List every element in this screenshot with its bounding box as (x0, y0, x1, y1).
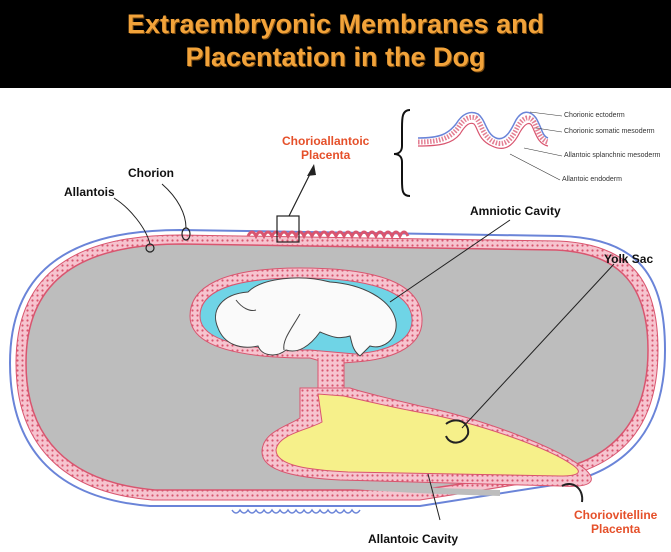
amniotic-cavity-label: Amniotic Cavity (470, 204, 561, 218)
diagram-canvas: Chorion Allantois Chorioallantoic Placen… (0, 88, 671, 552)
allantois-leader (113, 197, 151, 245)
title-line-2: Placentation in the Dog (185, 42, 486, 72)
chorioallantoic-villi (246, 230, 410, 240)
chorioallantoic-arrow (288, 169, 313, 217)
inset-label-allantoic-splanchnic-mesoderm: Allantoic splanchnic mesoderm (564, 152, 661, 159)
inset-leader-3 (523, 147, 563, 157)
chorioallantoic-placenta-label: Chorioallantoic Placenta (282, 134, 369, 162)
bottom-villi (231, 508, 361, 514)
title-line-1: Extraembryonic Membranes and (126, 9, 545, 39)
choriovitelline-line-1: Choriovitelline (574, 508, 658, 522)
fetus-ear (235, 299, 257, 311)
allantoic-cavity-leader (427, 473, 441, 521)
yolk-sac-leader (461, 263, 615, 429)
choriovitelline-marker (561, 483, 584, 503)
allantois-label: Allantois (64, 185, 115, 199)
choriovitelline-line-2: Placenta (590, 522, 641, 536)
amniotic-leader (389, 219, 511, 303)
yolk-sac-region (275, 393, 579, 477)
inset-leader-1 (529, 111, 563, 117)
yolk-sac-marker (445, 419, 470, 444)
membranes-diagram (8, 109, 667, 521)
inset-leader-2 (535, 127, 563, 133)
choriovitelline-placenta-label: Choriovitelline Placenta (574, 508, 657, 536)
yolk-sac-label: Yolk Sac (604, 252, 654, 266)
title-bar: Extraembryonic Membranes and Placentatio… (0, 0, 671, 86)
chorion-leader (161, 183, 187, 229)
inset-brace (393, 109, 411, 197)
inset-label-chorionic-ectoderm: Chorionic ectoderm (564, 112, 625, 119)
allantoic-cavity-label: Allantoic Cavity (368, 532, 459, 546)
yolk-sac-gray-fold (300, 478, 500, 496)
inset-membrane-band (417, 114, 549, 146)
inset-membrane-outer (417, 111, 549, 140)
chorioallantoic-arrowhead (307, 164, 316, 176)
inset-label-allantoic-endoderm: Allantoic endoderm (562, 176, 622, 183)
inset-label-chorionic-somatic-mesoderm: Chorionic somatic mesoderm (564, 128, 655, 135)
outer-chorion-line (8, 228, 667, 507)
fetus-leg (283, 313, 301, 351)
chorioallantoic-line-2: Placenta (300, 148, 351, 162)
inset-membrane-inner (417, 122, 549, 149)
fetus (215, 277, 397, 357)
chorioallantoic-line-1: Chorioallantoic (282, 134, 370, 148)
chorion-label: Chorion (128, 166, 174, 180)
placenta-inset-box (276, 215, 300, 243)
inset-leader-4 (509, 153, 561, 181)
